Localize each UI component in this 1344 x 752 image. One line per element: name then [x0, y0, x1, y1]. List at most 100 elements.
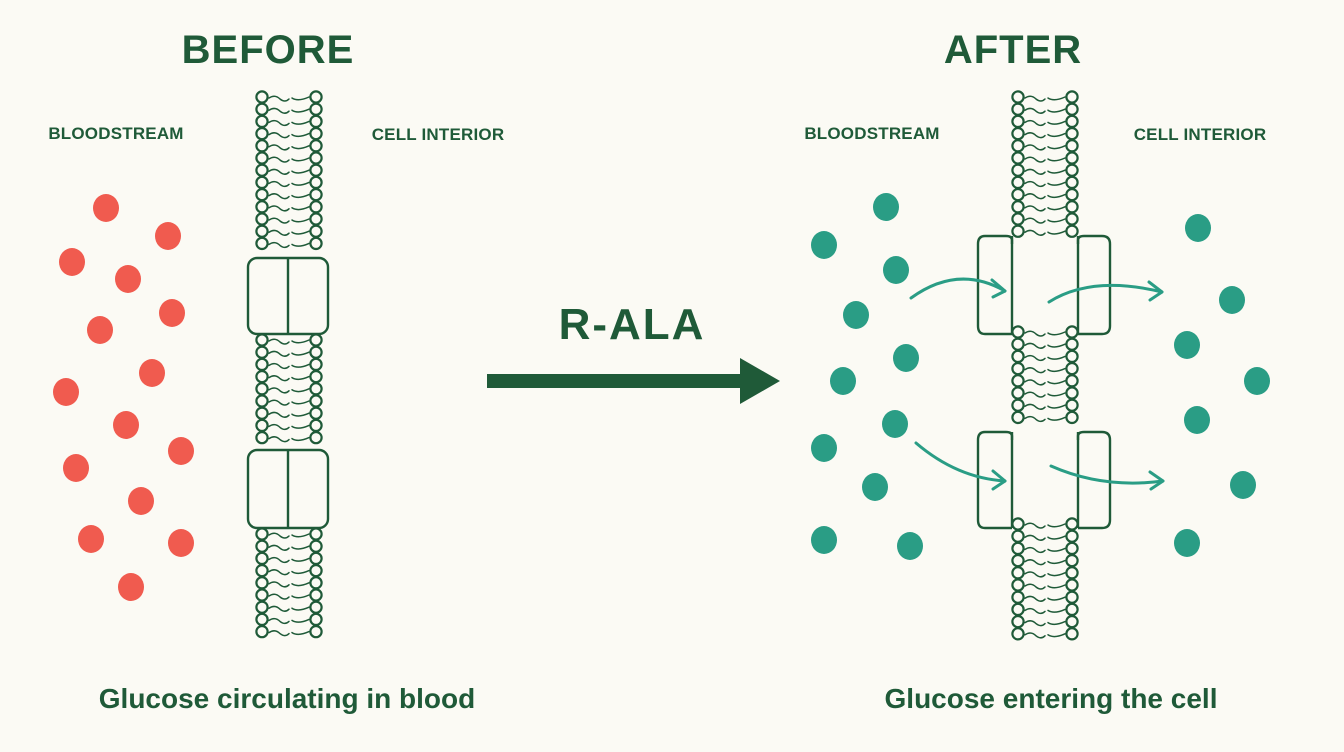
- lipid-head: [309, 418, 323, 433]
- glucose-molecule: [1184, 406, 1210, 434]
- lipid-head: [1011, 337, 1025, 351]
- lipid-head: [309, 600, 323, 614]
- lipid-head: [255, 382, 269, 396]
- transition-label: R-ALA: [558, 300, 706, 349]
- lipid-head: [309, 382, 323, 396]
- glucose-molecule: [93, 194, 119, 222]
- lipid-head: [1011, 212, 1025, 226]
- after-title: AFTER: [943, 28, 1083, 72]
- lipid-head: [309, 102, 323, 116]
- lipid-head: [309, 114, 323, 129]
- lipid-tail: [1024, 559, 1066, 566]
- lipid-tail: [1024, 144, 1066, 151]
- lipid-head: [1065, 602, 1079, 617]
- lipid-head: [309, 126, 323, 141]
- lipid-head: [309, 345, 323, 359]
- lipid-head: [1065, 224, 1079, 238]
- glucose-molecule: [115, 265, 141, 293]
- lipid-tail: [268, 569, 310, 576]
- glucose-molecule: [159, 299, 185, 327]
- lipid-head: [1065, 102, 1079, 116]
- lipid-head: [1011, 175, 1025, 190]
- lipid-head: [255, 90, 269, 104]
- lipid-head: [1011, 627, 1025, 641]
- lipid-tail: [268, 556, 310, 564]
- lipid-head: [309, 333, 323, 347]
- lipid-head: [255, 151, 269, 165]
- lipid-tail: [268, 338, 310, 345]
- lipid-tail: [1024, 354, 1066, 362]
- lipid-tail: [1024, 534, 1066, 541]
- lipid-head: [255, 212, 269, 226]
- lipid-tail: [1024, 607, 1066, 615]
- lipid-tail: [268, 350, 310, 357]
- lipid-tail: [1024, 571, 1066, 578]
- lipid-head: [1011, 590, 1025, 604]
- glucose-molecule: [1244, 367, 1270, 395]
- lipid-head: [255, 187, 269, 202]
- lipid-head: [255, 139, 269, 153]
- lipid-tail: [1024, 330, 1066, 337]
- glucose-molecule: [139, 359, 165, 387]
- lipid-head: [309, 357, 323, 372]
- lipid-head: [1065, 349, 1079, 364]
- lipid-head: [1065, 614, 1079, 629]
- lipid-tail: [268, 423, 310, 431]
- lipid-tail: [1024, 620, 1066, 627]
- transport-arrowhead: [1147, 280, 1164, 302]
- lipid-tail: [1024, 391, 1066, 398]
- before-bloodstream-label: BLOODSTREAM: [48, 124, 184, 143]
- after-cell-interior-label: CELL INTERIOR: [1133, 125, 1267, 144]
- lipid-tail: [1024, 522, 1066, 529]
- glucose-molecule: [811, 434, 837, 462]
- transition-arrow-shaft: [487, 374, 749, 388]
- lipid-head: [255, 200, 269, 214]
- lipid-tail: [268, 193, 310, 200]
- lipid-tail: [268, 168, 310, 175]
- lipid-tail: [1024, 583, 1066, 590]
- lipid-head: [1065, 126, 1079, 141]
- lipid-head: [309, 527, 323, 541]
- lipid-head: [255, 126, 269, 141]
- lipid-tail: [268, 144, 310, 151]
- glucose-molecule: [1174, 529, 1200, 557]
- transport-arrowhead: [990, 278, 1007, 299]
- lipid-tail: [1024, 180, 1066, 188]
- lipid-tail: [268, 119, 310, 127]
- lipid-head: [1065, 90, 1079, 104]
- lipid-head: [1065, 386, 1079, 400]
- glucose-molecule: [87, 316, 113, 344]
- lipid-head: [1065, 175, 1079, 190]
- lipid-head: [309, 551, 323, 566]
- glucose-molecule: [873, 193, 899, 221]
- lipid-head: [309, 151, 323, 165]
- lipid-tail: [268, 593, 310, 600]
- lipid-tail: [268, 362, 310, 370]
- lipid-head: [1065, 114, 1079, 129]
- lipid-head: [309, 90, 323, 104]
- transition-arrow-head: [740, 358, 780, 404]
- lipid-head: [255, 563, 269, 578]
- lipid-tail: [268, 617, 310, 625]
- lipid-head: [1011, 151, 1025, 165]
- lipid-head: [1011, 374, 1025, 388]
- lipid-tail: [1024, 193, 1066, 200]
- lipid-head: [1065, 590, 1079, 604]
- glucose-molecule: [882, 410, 908, 438]
- lipid-head: [309, 563, 323, 578]
- lipid-head: [309, 224, 323, 238]
- lipid-head: [255, 527, 269, 541]
- lipid-head: [255, 236, 269, 251]
- lipid-head: [1065, 541, 1079, 556]
- open-transporter-left-half: [976, 430, 1014, 530]
- lipid-tail: [1024, 415, 1066, 423]
- lipid-tail: [268, 544, 310, 551]
- lipid-head: [1011, 566, 1025, 580]
- lipid-head: [255, 539, 269, 553]
- lipid-head: [1011, 187, 1025, 202]
- lipid-head: [1065, 163, 1079, 177]
- lipid-head: [255, 333, 269, 347]
- after-membrane: [976, 90, 1112, 641]
- lipid-head: [309, 236, 323, 251]
- lipid-tail: [1024, 546, 1066, 554]
